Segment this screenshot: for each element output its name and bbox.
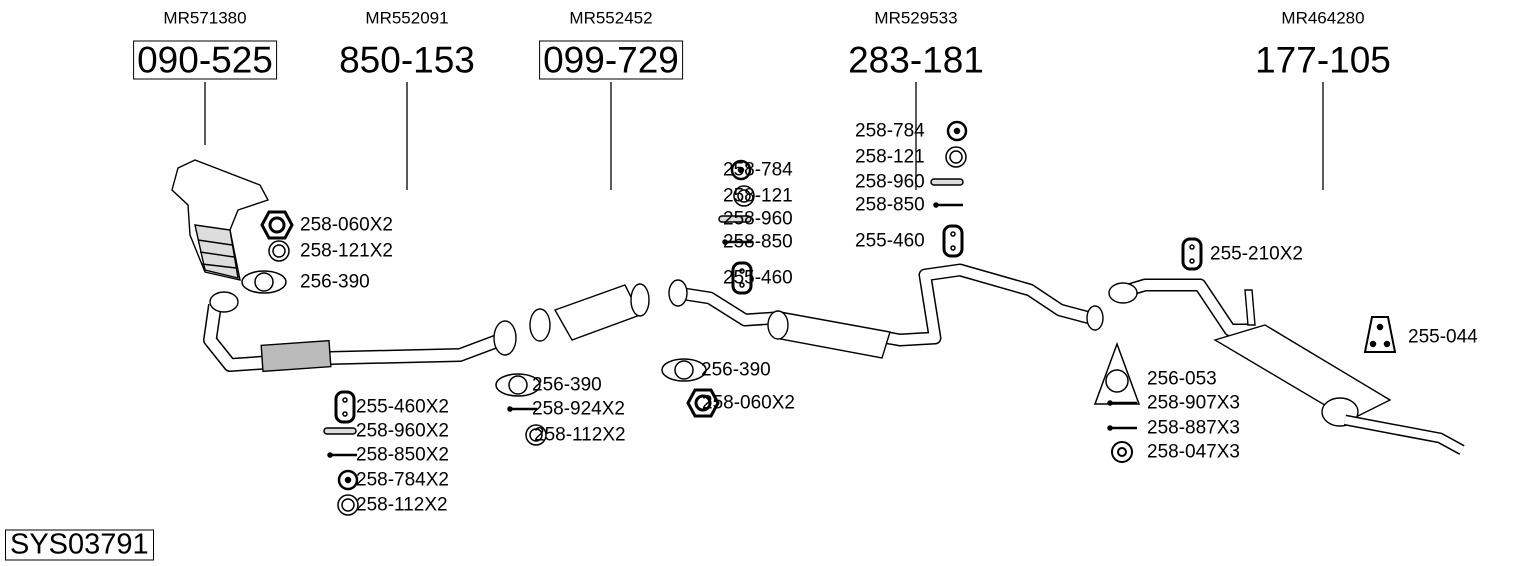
oem-number: MR552452 [569,8,653,28]
rubber-mount-icon [1363,316,1397,353]
gasket-icon [661,358,707,382]
ring-icon [733,185,755,207]
bolt-icon [722,239,752,245]
fitting-label[interactable]: 258-907X3 [1147,392,1240,414]
fitting-label[interactable]: 258-060X2 [300,214,393,236]
sleeve-icon [930,178,964,186]
part-number[interactable]: 090-525 [133,40,277,80]
fitting-label[interactable]: 258-112X2 [534,424,626,446]
fitting-label[interactable]: 255-044 [1408,326,1478,348]
middle-pipe-icon [668,263,1104,359]
diagram-title: SYS03791 [5,529,154,561]
washer-icon [946,120,968,142]
fitting-label[interactable]: 258-887X3 [1147,417,1240,439]
fitting-label[interactable]: 258-121 [855,146,925,168]
bolt-icon [933,202,963,208]
fitting-label[interactable]: 256-390 [701,359,771,381]
fitting-label[interactable]: 255-210X2 [1210,243,1303,265]
bolt-icon [507,406,537,412]
flange-nut-icon [1111,441,1133,463]
fitting-label[interactable]: 258-060X2 [702,392,795,414]
fitting-label[interactable]: 258-850 [723,231,793,253]
fitting-label[interactable]: 258-924X2 [532,398,625,420]
fitting-label[interactable]: 255-460X2 [356,396,449,418]
gasket-icon [241,270,287,294]
fitting-label[interactable]: 255-460 [723,267,793,289]
manifold-catalyst-icon [171,159,270,281]
fitting-label[interactable]: 258-784 [723,159,793,181]
fitting-label[interactable]: 258-121 [723,185,793,207]
fitting-label[interactable]: 256-390 [300,271,370,293]
rubber-hanger-icon [1181,237,1203,271]
rear-silencer-icon [1108,278,1465,455]
fitting-label[interactable]: 256-390 [532,374,602,396]
sleeve-icon [718,215,752,223]
ring-icon [337,494,359,516]
washer-icon [337,469,359,491]
bolt-icon [1107,425,1137,431]
hex-nut-icon [260,210,294,240]
oem-number: MR464280 [1281,8,1365,28]
sleeve-icon [323,427,357,435]
ring-icon [525,424,547,446]
rubber-hanger-icon [334,390,356,424]
part-number[interactable]: 283-181 [848,39,984,81]
fitting-label[interactable]: 258-850X2 [356,444,449,466]
fitting-label[interactable]: 256-053 [1147,368,1217,390]
fitting-label[interactable]: 258-784X2 [356,469,449,491]
fitting-label[interactable]: 258-784 [855,120,925,142]
fitting-label[interactable]: 258-960 [723,208,793,230]
part-number[interactable]: 099-729 [539,40,683,80]
part-number[interactable]: 850-153 [339,39,475,81]
fitting-label[interactable]: 258-850 [855,194,925,216]
fitting-label[interactable]: 258-121X2 [300,240,393,262]
fitting-label[interactable]: 258-047X3 [1147,441,1240,463]
fitting-label[interactable]: 258-112X2 [356,494,448,516]
bolt-icon [327,452,357,458]
catalytic-converter-icon [529,283,650,342]
gasket-icon [1093,341,1141,405]
gasket-icon [495,373,541,397]
leader-lines [204,82,1324,190]
fitting-label[interactable]: 258-960X2 [356,420,449,442]
bolt-icon [1107,400,1137,406]
oem-number: MR529533 [874,8,958,28]
ring-icon [945,146,967,168]
ring-icon [268,240,290,262]
oem-number: MR571380 [163,8,247,28]
hex-nut-icon [686,388,720,418]
front-pipe-icon [203,291,517,373]
fitting-label[interactable]: 255-460 [855,230,925,252]
fitting-label[interactable]: 258-960 [855,171,925,193]
rubber-hanger-icon [731,261,753,295]
part-number[interactable]: 177-105 [1255,39,1391,81]
rubber-hanger-icon [942,224,964,258]
oem-number: MR552091 [365,8,449,28]
washer-icon [730,159,752,181]
